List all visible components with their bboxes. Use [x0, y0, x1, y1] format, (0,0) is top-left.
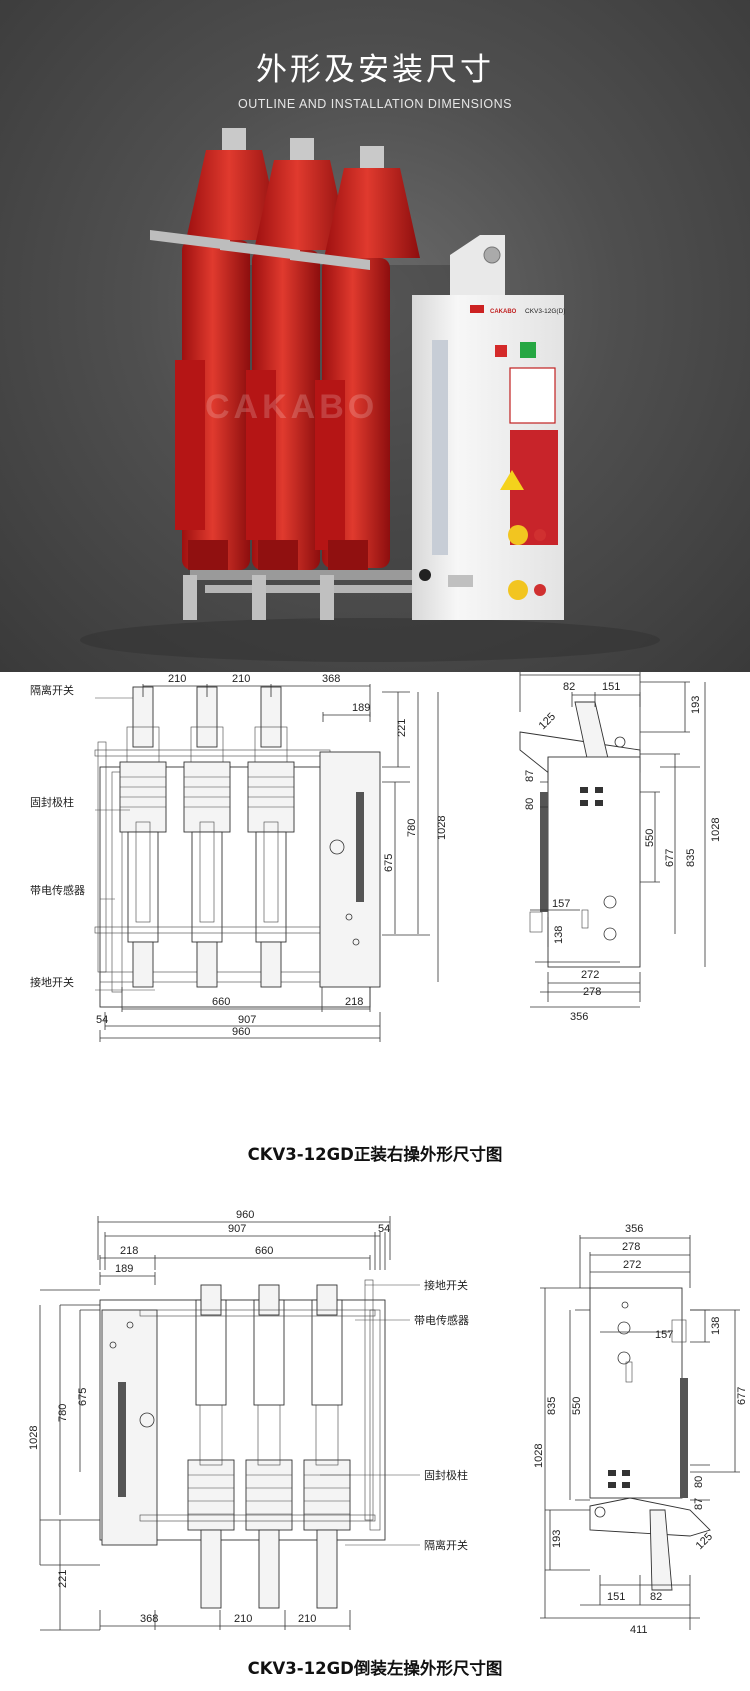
drawing1-caption: CKV3-12GD正装右操外形尺寸图	[247, 1145, 503, 1164]
label2-sensor: 带电传感器	[414, 1314, 469, 1327]
dim2-675: 675	[77, 1388, 89, 1406]
pole-2	[246, 138, 350, 620]
side2-dim-677: 677	[736, 1387, 748, 1405]
dim-210-b: 210	[232, 673, 250, 685]
dim2-221: 221	[57, 1570, 69, 1588]
label-pole: 固封极柱	[30, 795, 74, 809]
dim-1028: 1028	[436, 816, 448, 840]
pole-3	[315, 146, 420, 620]
dim2-1028: 1028	[28, 1426, 40, 1450]
dim2-210-b: 210	[298, 1613, 316, 1625]
label2-pole: 固封极柱	[424, 1468, 468, 1482]
side2-dim-82: 82	[650, 1591, 662, 1603]
dim-907: 907	[238, 1014, 256, 1026]
drawing-inverted-left: 960 907 54 218 660 189 780 675 1028 221 …	[28, 1210, 748, 1636]
side-dim-411: 411	[560, 672, 578, 673]
side2-dim-550: 550	[571, 1397, 583, 1415]
label2-isolator: 隔离开关	[424, 1538, 468, 1552]
dim-368: 368	[322, 673, 340, 685]
side2-dim-80: 80	[693, 1476, 705, 1488]
dim-221: 221	[396, 719, 408, 737]
side-dim-272: 272	[581, 969, 599, 981]
side2-dim-356: 356	[625, 1223, 643, 1235]
hero-banner: CAKABO CKV3-12G(D) CAKABO 外形及安装尺寸 OUTLIN…	[0, 0, 750, 672]
side2-dim-278: 278	[622, 1241, 640, 1253]
drawing2-caption: CKV3-12GD倒装左操外形尺寸图	[247, 1659, 503, 1678]
dim2-368: 368	[140, 1613, 158, 1625]
side2-dim-87: 87	[693, 1498, 705, 1510]
side-dim-835: 835	[685, 849, 697, 867]
side2-dim-835: 835	[546, 1397, 558, 1415]
dim2-907: 907	[228, 1223, 246, 1235]
panel-model: CKV3-12G(D)	[525, 308, 565, 315]
dim-780: 780	[406, 819, 418, 837]
side-dim-677: 677	[664, 849, 676, 867]
side-dim-125: 125	[537, 711, 558, 732]
hero-subtitle: OUTLINE AND INSTALLATION DIMENSIONS	[237, 97, 513, 111]
dim2-218: 218	[120, 1245, 138, 1257]
side-dim-1028: 1028	[710, 818, 722, 842]
dim-660: 660	[212, 996, 230, 1008]
side2-dim-1028: 1028	[533, 1444, 545, 1468]
dim2-210-a: 210	[234, 1613, 252, 1625]
side-dim-356: 356	[570, 1011, 588, 1023]
label-isolator: 隔离开关	[30, 683, 74, 697]
label-sensor: 带电传感器	[30, 884, 85, 897]
dim2-660: 660	[255, 1245, 273, 1257]
side2-dim-193: 193	[551, 1530, 563, 1548]
dim-218: 218	[345, 996, 363, 1008]
breaker-illustration: CAKABO CKV3-12G(D) CAKABO	[80, 128, 660, 662]
dim2-189: 189	[115, 1263, 133, 1275]
front-view-2: 960 907 54 218 660 189 780 675 1028 221 …	[28, 1210, 469, 1631]
side-view-2: 356 278 272 157 138 835 550 677 1028 80 …	[533, 1223, 748, 1636]
side-dim-82: 82	[563, 681, 575, 693]
dim-675: 675	[383, 854, 395, 872]
side-view-1: 411 82 151 193 125 87 80 550 677 835 102…	[519, 672, 722, 1023]
dim-189: 189	[352, 702, 370, 714]
panel-brand: CAKABO	[490, 309, 517, 315]
hero-title: 外形及安装尺寸	[256, 52, 494, 88]
side-dim-550: 550	[644, 829, 656, 847]
side-dim-157: 157	[552, 898, 570, 910]
dim-54: 54	[96, 1014, 108, 1026]
side2-dim-138: 138	[710, 1317, 722, 1335]
front-view-1: 210 210 368 189 221 675 780 1028 660 218…	[30, 673, 448, 1042]
side2-dim-272: 272	[623, 1259, 641, 1271]
dim2-780: 780	[57, 1404, 69, 1422]
label-earthing: 接地开关	[30, 975, 74, 989]
pole-1	[175, 128, 282, 620]
side2-dim-411: 411	[630, 1624, 648, 1636]
label2-earthing: 接地开关	[424, 1278, 468, 1292]
side2-dim-157: 157	[655, 1329, 673, 1341]
side-dim-193: 193	[690, 696, 702, 714]
drawing-front-right: 210 210 368 189 221 675 780 1028 660 218…	[30, 672, 722, 1042]
side-dim-278: 278	[583, 986, 601, 998]
dim-960: 960	[232, 1026, 250, 1038]
side-dim-87: 87	[524, 770, 536, 782]
side-dim-138: 138	[553, 926, 565, 944]
dim2-54: 54	[378, 1223, 390, 1235]
side-dim-151: 151	[602, 681, 620, 693]
side-dim-80: 80	[524, 798, 536, 810]
watermark: CAKABO	[205, 388, 378, 426]
side2-dim-151: 151	[607, 1591, 625, 1603]
dim2-960: 960	[236, 1210, 254, 1221]
dim-210-a: 210	[168, 673, 186, 685]
